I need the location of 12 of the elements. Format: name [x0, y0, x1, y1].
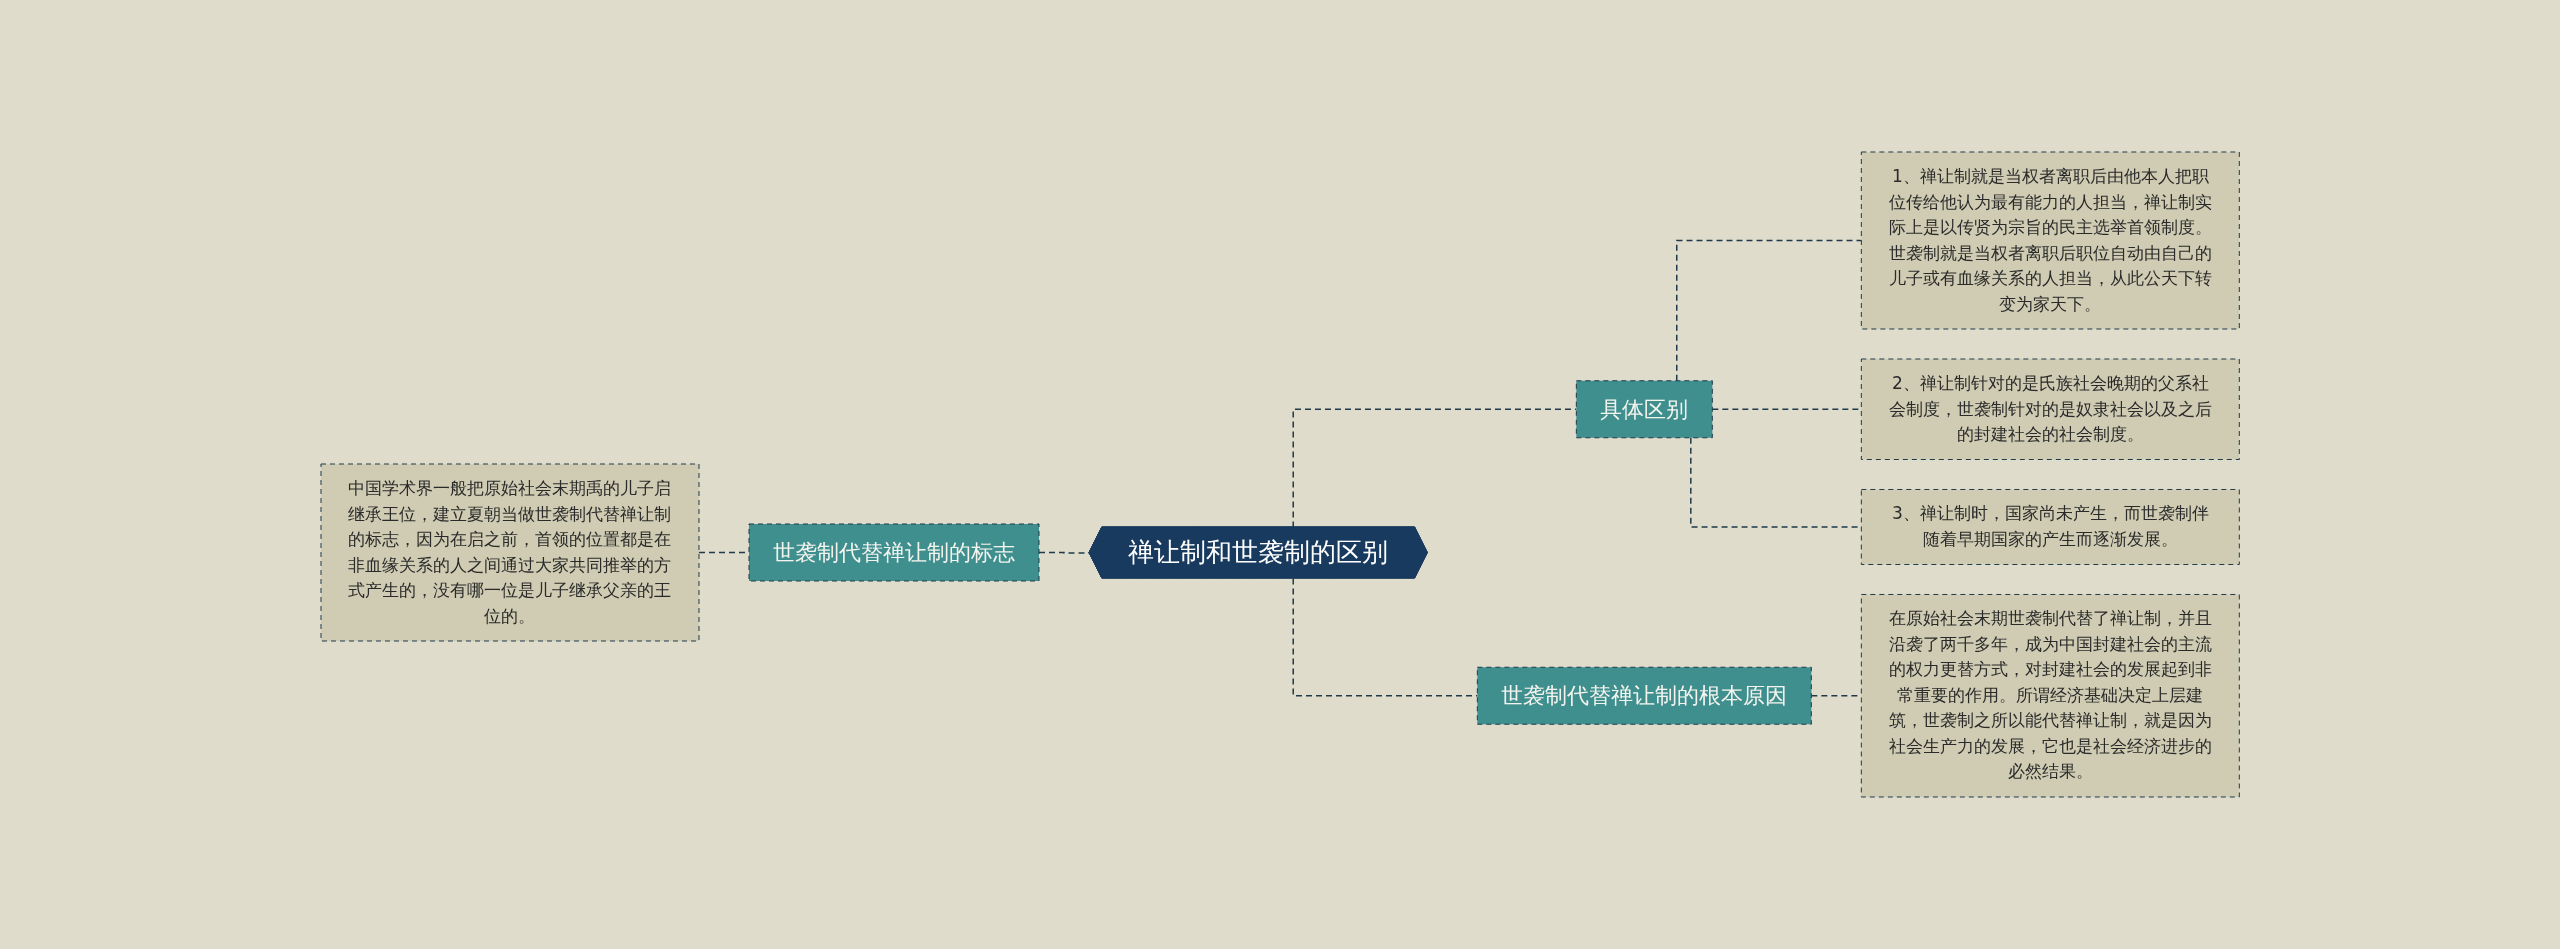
- node-box: 1、禅让制就是当权者离职后由他本人把职位传给他认为最有能力的人担当，禅让制实际上是以传贤为宗旨的民主选举首领制度。世袭制就是当权者离职后职位自动由自己的儿子或有血缘关系的人担当，从此公天下转变为家天下。: [1860, 151, 2240, 330]
- connector: [1292, 408, 1577, 529]
- node-box: 在原始社会末期世袭制代替了禅让制，并且沿袭了两千多年，成为中国封建社会的主流的权力更替方式，对封建社会的发展起到非常重要的作用。所谓经济基础决定上层建筑，世袭制之所以能代替禅让制，就是因为社会生产力的发展，它也是社会经济进步的必然结果。: [1860, 594, 2240, 798]
- connector: [1038, 551, 1091, 554]
- node-box: 中国学术界一般把原始社会末期禹的儿子启继承王位，建立夏朝当做世袭制代替禅让制的标志，因为在启之前，首领的位置都是在非血缘关系的人之间通过大家共同推举的方式产生的，没有哪一位是儿子继承父亲的王位的。: [320, 463, 700, 642]
- node-box: 世袭制代替禅让制的标志: [748, 523, 1040, 582]
- node-box: 具体区别: [1575, 380, 1713, 439]
- connector: [1675, 239, 1862, 382]
- node-box: 世袭制代替禅让制的根本原因: [1476, 666, 1812, 725]
- node-box: 3、禅让制时，国家尚未产生，而世袭制伴随着早期国家的产生而逐渐发展。: [1860, 489, 2240, 565]
- connector: [1292, 577, 1478, 697]
- node-box: 2、禅让制针对的是氏族社会晚期的父系社会制度，世袭制针对的是奴隶社会以及之后的封建社会的社会制度。: [1860, 358, 2240, 460]
